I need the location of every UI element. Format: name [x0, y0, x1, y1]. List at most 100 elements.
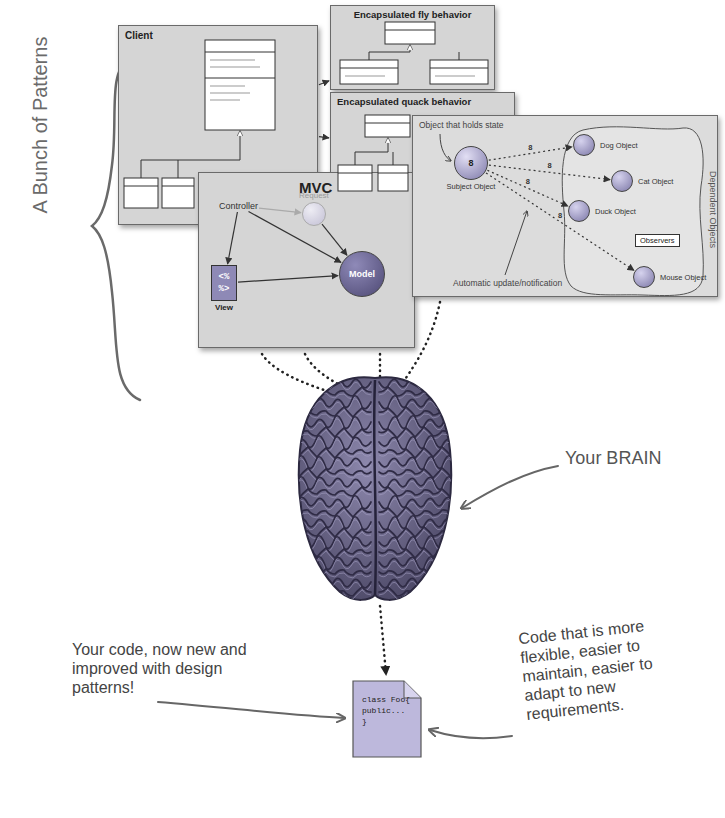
observer-circle — [568, 200, 590, 222]
brain-highlight — [290, 480, 371, 493]
connector — [489, 165, 610, 180]
uml-boxes — [162, 178, 194, 208]
brain-fold — [379, 416, 460, 430]
brain-fold — [379, 487, 460, 498]
brain-highlight — [379, 590, 460, 601]
brain-highlight — [379, 410, 460, 420]
brain-highlight — [290, 559, 371, 573]
uml-boxes — [205, 40, 275, 130]
brain-highlight — [379, 480, 460, 493]
connector — [228, 212, 238, 264]
brain-fold — [379, 536, 460, 550]
brain-fold — [379, 516, 460, 530]
brain-highlight — [290, 380, 371, 393]
subject-circle: 8Subject Object — [440, 146, 502, 191]
brain-fold — [379, 427, 460, 438]
connector — [238, 276, 338, 283]
node-label: View — [215, 303, 233, 312]
brain-fold — [379, 507, 460, 517]
leader-lines — [440, 134, 527, 275]
brain-highlight — [290, 450, 371, 461]
edge-label-anchor: 8 — [527, 142, 533, 151]
brain-highlight — [290, 570, 371, 581]
brain-highlight — [290, 499, 371, 513]
uml-boxes — [340, 60, 398, 84]
brain-fold — [290, 556, 371, 570]
panel-heading: Encapsulated quack behavior — [337, 96, 471, 107]
brain-highlight — [379, 430, 460, 441]
flow-arrows — [380, 606, 386, 674]
brain-fold — [290, 507, 371, 517]
brain-highlight — [379, 450, 460, 461]
edge-label: 8 — [546, 161, 552, 170]
uml-boxes — [430, 60, 488, 84]
pattern-panel: Object that holds stateAutomatic update/… — [412, 115, 718, 297]
brain-highlight — [379, 499, 460, 513]
uml-lines — [141, 45, 459, 178]
brain-highlight — [290, 510, 371, 520]
brain-highlight — [379, 559, 460, 573]
model-circle: Model — [339, 251, 385, 297]
node-label: Duck Object — [595, 207, 636, 216]
connector — [487, 170, 568, 206]
brain-fold — [290, 447, 371, 458]
brain-highlight — [379, 510, 460, 520]
brain-fold — [290, 436, 371, 450]
connector — [259, 208, 301, 212]
edge-label: 8 — [557, 210, 563, 219]
annotation-anchor: A Bunch of Patterns — [29, 37, 52, 214]
brain-highlight — [290, 410, 371, 420]
brain-highlight — [379, 419, 460, 433]
brain-fold — [290, 567, 371, 578]
brain-highlight — [290, 399, 371, 413]
request-circle: Request — [299, 191, 329, 226]
brain-fold — [290, 467, 371, 478]
brain-highlight — [290, 550, 371, 561]
brain-fold — [290, 577, 371, 590]
annotation-anchor: Your code, now new and improved with des… — [72, 640, 277, 697]
brain-highlight — [379, 570, 460, 581]
dependents-region: Dependent ObjectsDog ObjectCat ObjectDuc… — [563, 126, 705, 298]
brain-highlight — [290, 470, 371, 481]
brain-highlight — [290, 580, 371, 593]
node-label: Dog Object — [600, 141, 638, 150]
brain-fold — [290, 547, 371, 558]
brain-highlight — [379, 550, 460, 561]
brain-fold — [379, 527, 460, 538]
annotation-anchor: Your BRAIN — [565, 448, 661, 469]
uml-boxes — [340, 68, 398, 69]
annotation: Code that is more flexible, easier to ma… — [518, 611, 702, 724]
model-circle: Model — [339, 251, 385, 297]
brain-fold — [290, 396, 371, 410]
panel-heading: Encapsulated fly behavior — [354, 9, 472, 20]
uml-boxes — [162, 186, 194, 187]
brain-fold — [290, 427, 371, 438]
subject-circle: 8 — [454, 146, 488, 180]
uml-boxes — [378, 165, 408, 191]
pattern-panel: Encapsulated fly behavior — [330, 5, 495, 90]
brain-highlight — [379, 470, 460, 481]
brain-fold — [379, 407, 460, 417]
observer-circle — [611, 170, 633, 192]
flow-arrows — [262, 354, 358, 400]
brain-highlight — [290, 459, 371, 473]
brain-fold — [379, 456, 460, 470]
uml-text-lines — [435, 76, 475, 77]
annotation-anchor: Code that is more flexible, easier to ma… — [518, 611, 702, 724]
uml-lines — [393, 152, 394, 165]
brain-fold — [379, 496, 460, 510]
brain-highlight — [290, 519, 371, 533]
callout-arrows — [158, 702, 344, 718]
brain-fold — [290, 407, 371, 417]
brain-fold — [290, 477, 371, 490]
brain-midline — [374, 380, 376, 595]
brain-fold — [290, 487, 371, 498]
region-heading: Dependent Objects — [707, 171, 718, 248]
panel-heading: Object that holds state — [419, 120, 504, 130]
request-circle — [302, 202, 326, 226]
brain-highlight — [379, 439, 460, 453]
uml-lines — [369, 45, 410, 60]
uml-boxes — [124, 22, 488, 208]
brain-folds — [290, 377, 460, 601]
